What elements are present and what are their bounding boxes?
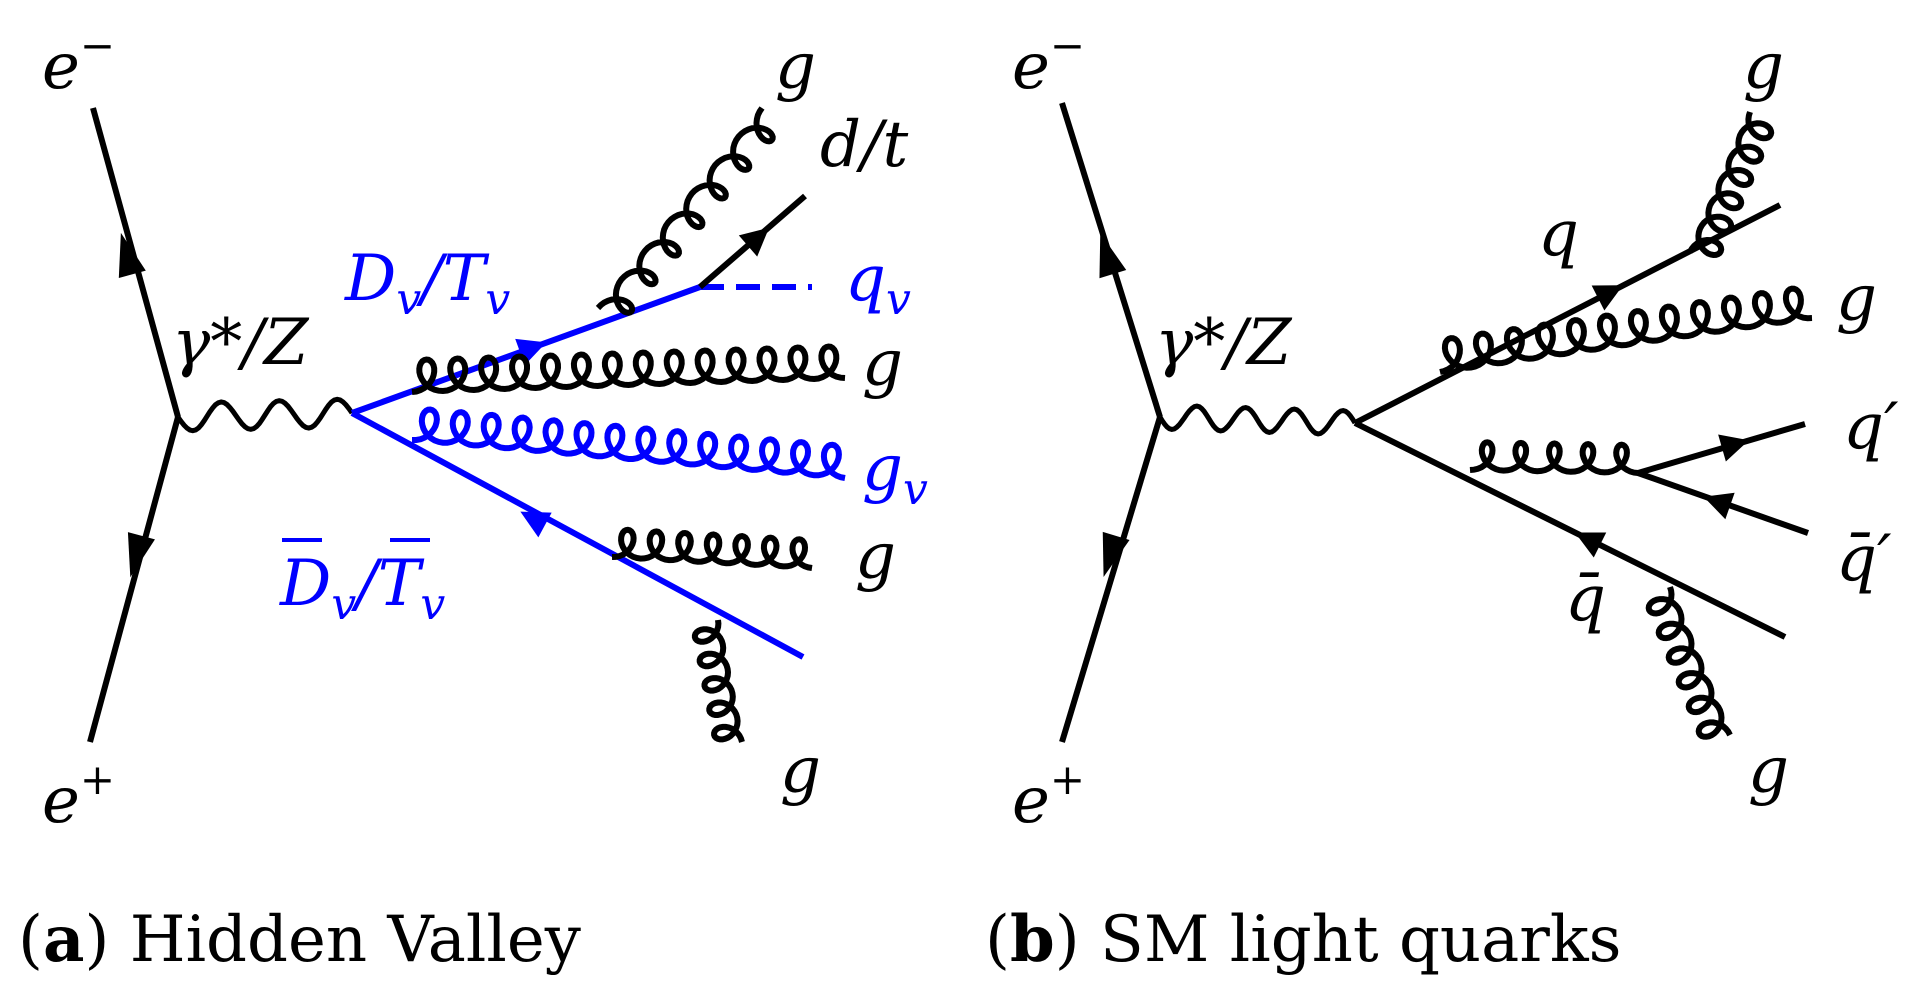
a-label-g-top: g [775,30,816,104]
a-gluon-hidden [412,406,846,481]
a-label-eplus: e+ [42,755,115,838]
a-label-gv: gv [862,432,928,515]
a-label-g-mid: g [862,327,903,401]
a-label-g-low: g [855,520,896,594]
b-qprime-line [1637,421,1806,476]
a-gluon-bottom [691,619,745,743]
a-electron-arrow [118,232,146,278]
a-label-dt: d/t [820,108,909,182]
b-qbar-arrow [1574,532,1607,558]
a-dbar-line [350,410,805,660]
b-q-arrow [1591,285,1623,311]
b-label-q: q [1538,197,1579,271]
caption-a: (a) Hidden Valley [18,902,581,977]
a-dbar-arrow [520,511,552,538]
a-gluon-mid [411,343,846,395]
panel-a-diagram: e− e+ γ*/Z g d/t qv Dv/Tv g gv Dv/Tv g g [42,21,928,838]
b-label-boson: γ*/Z [1155,306,1293,380]
b-electron-arrow [1099,233,1127,279]
a-label-dv-tv: Dv/Tv [344,242,510,325]
caption-b: (b) SM light quarks [985,902,1622,977]
b-label-eplus: e+ [1012,755,1085,838]
b-gluon-bottom [1645,586,1733,740]
b-gluon-top [1687,111,1775,259]
caption-b-letter: b [1009,902,1055,977]
b-gluon-right [1439,285,1813,375]
a-gluon-top [595,106,776,316]
caption-b-text: SM light quarks [1079,903,1622,977]
b-photon-line [1157,403,1358,437]
a-label-qv: qv [845,242,911,325]
caption-a-text: Hidden Valley [109,903,581,977]
a-photon-line [175,396,355,434]
b-gluon-internal [1469,439,1639,476]
a-gluon-low [611,526,813,571]
b-positron-line [1059,416,1163,743]
a-label-eminus: e− [42,21,115,104]
b-qbar-line [1353,420,1787,640]
a-label-boson: γ*/Z [172,306,310,380]
b-label-g-top: g [1743,30,1784,104]
a-positron-arrow [127,532,155,578]
b-qbarprime-arrow [1703,492,1735,520]
b-positron-arrow [1102,531,1130,578]
a-label-dbar-tbar: Dv/Tv [279,547,445,630]
b-label-qbarprime: q̄′ [1836,522,1892,596]
a-label-g-bottom: g [780,734,821,808]
b-label-qprime: q′ [1843,390,1899,464]
a-positron-line [87,416,181,743]
a-dt-arrow [738,227,770,257]
b-label-g-right: g [1836,262,1877,336]
b-label-qbar: q̄ [1565,562,1606,636]
b-label-eminus: e− [1012,21,1085,104]
caption-a-letter: a [42,902,85,977]
b-label-g-bottom: g [1748,734,1789,808]
panel-b-diagram: e− e+ γ*/Z g q g q′ q̄′ q̄ g [1012,21,1899,838]
b-qprime-arrow [1718,434,1749,462]
